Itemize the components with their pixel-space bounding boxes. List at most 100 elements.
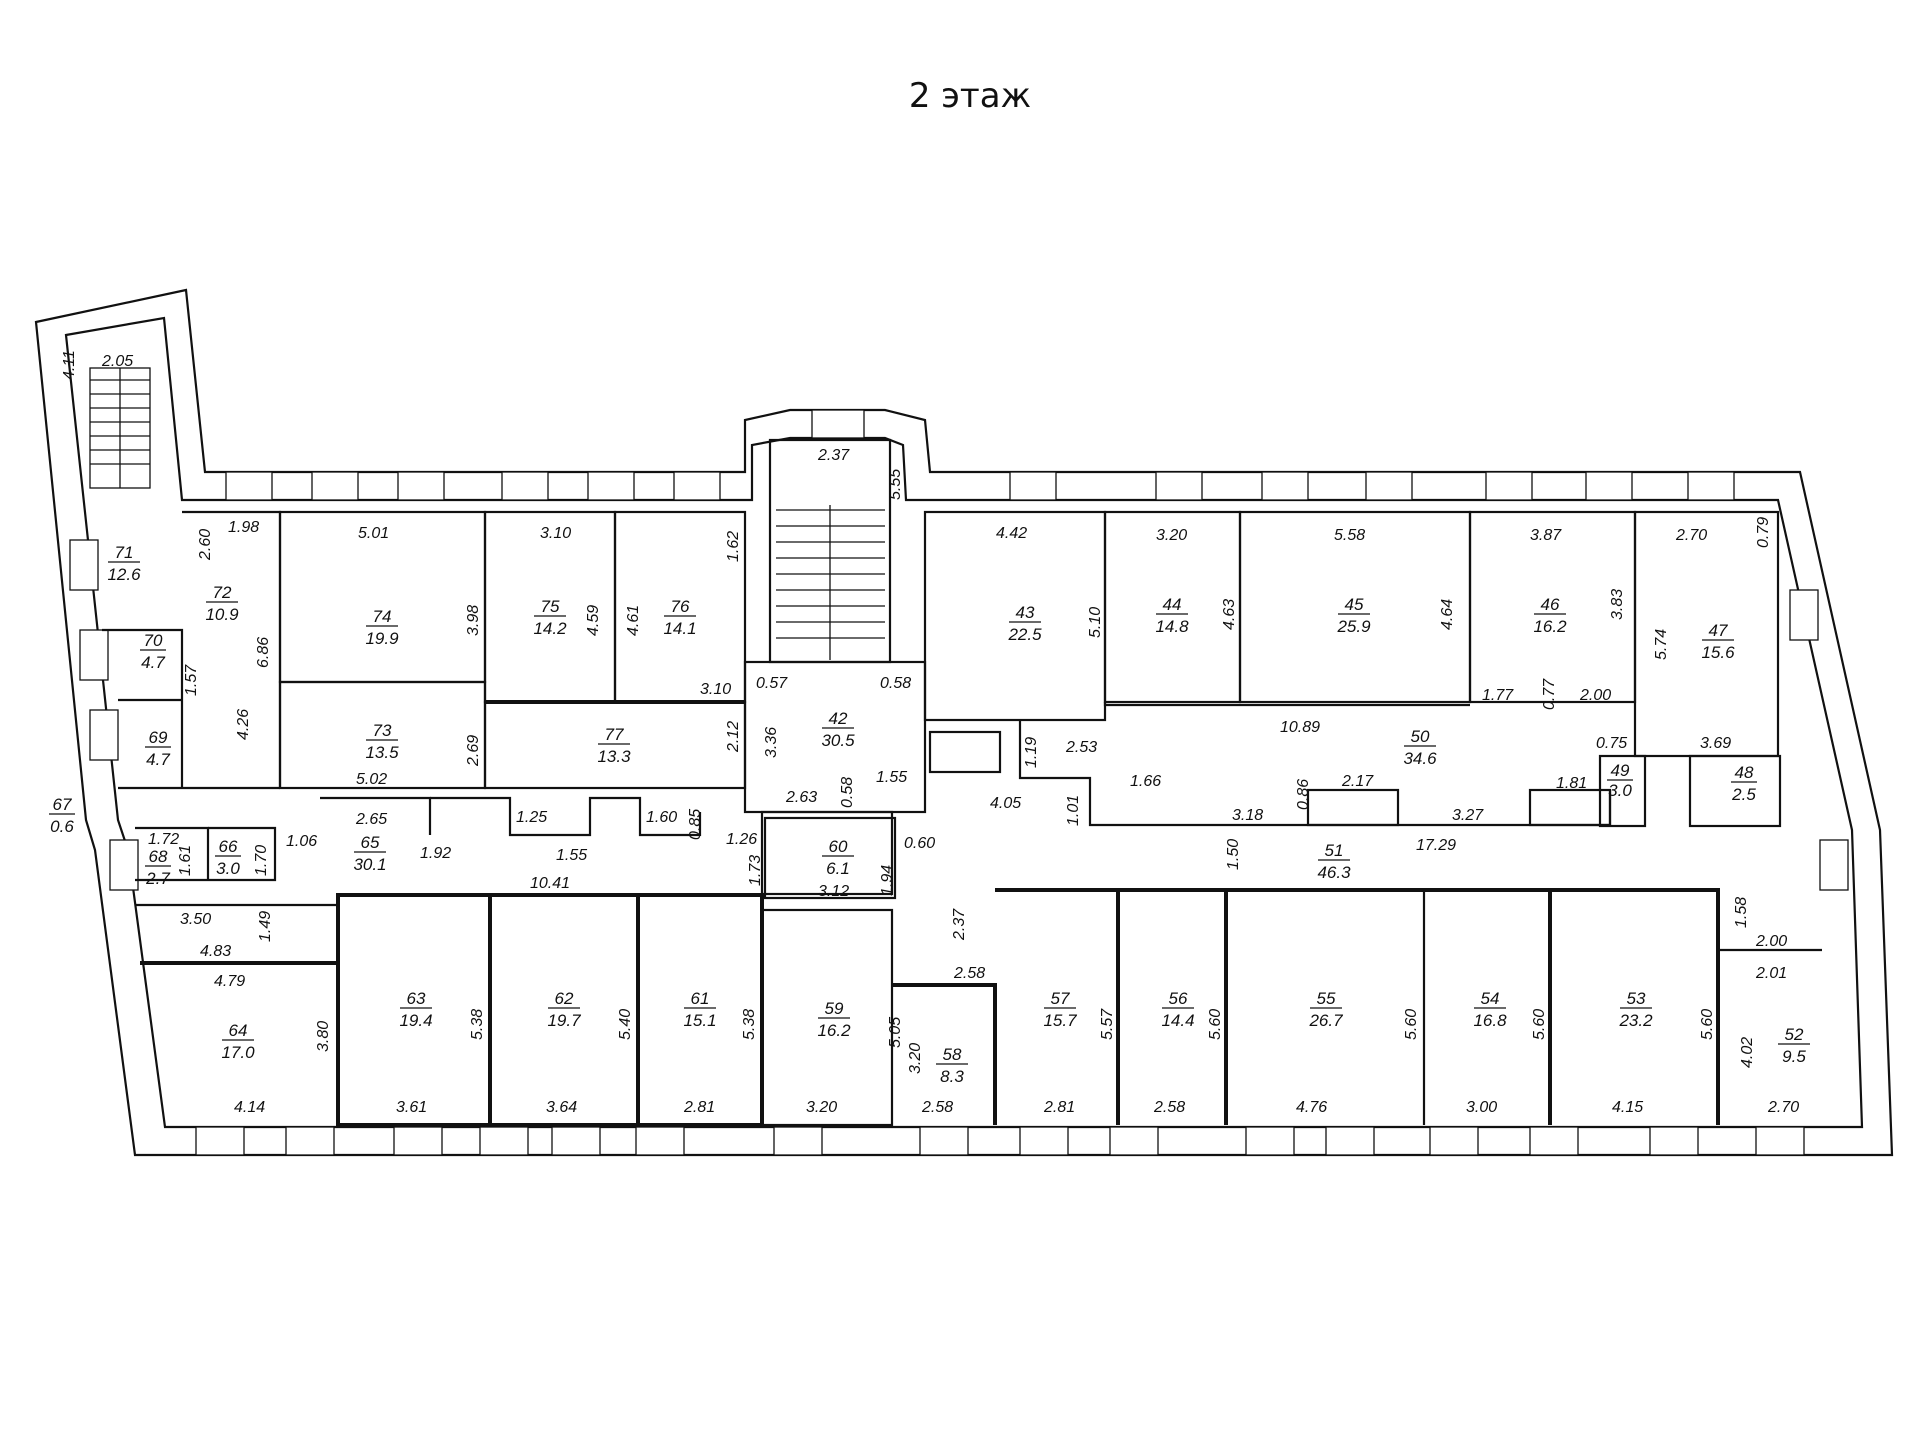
room-67: 670.6: [49, 795, 75, 836]
svg-text:19.9: 19.9: [365, 629, 399, 648]
svg-text:34.6: 34.6: [1403, 749, 1437, 768]
dim: 3.36: [763, 727, 780, 758]
dim: 2.37: [951, 908, 968, 941]
svg-text:71: 71: [115, 543, 134, 562]
dim: 1.25: [516, 809, 547, 826]
dim: 3.10: [540, 525, 571, 542]
svg-text:57: 57: [1051, 989, 1070, 1008]
svg-text:3.0: 3.0: [1608, 781, 1632, 800]
dim: 10.89: [1280, 719, 1320, 736]
dim: 4.15: [1612, 1099, 1643, 1116]
dim: 1.72: [148, 831, 179, 848]
dim: 3.27: [1452, 807, 1484, 824]
dim: 6.86: [255, 637, 272, 668]
dim: 1.58: [1733, 897, 1750, 928]
svg-text:9.5: 9.5: [1782, 1047, 1806, 1066]
dim: 2.69: [465, 735, 482, 767]
svg-text:56: 56: [1169, 989, 1188, 1008]
dim: 1.01: [1065, 795, 1082, 826]
dim: 5.60: [1403, 1009, 1420, 1040]
dim: 5.05: [887, 1017, 904, 1048]
room-56: 56 14.4: [1161, 989, 1194, 1030]
dim: 2.01: [1755, 965, 1787, 982]
svg-text:50: 50: [1411, 727, 1430, 746]
svg-text:74: 74: [373, 607, 392, 626]
svg-text:26.7: 26.7: [1308, 1011, 1343, 1030]
svg-text:70: 70: [144, 631, 163, 650]
dim: 1.70: [253, 845, 270, 876]
dim: 0.57: [756, 675, 788, 692]
svg-text:54: 54: [1481, 989, 1500, 1008]
dim: 3.83: [1609, 589, 1626, 620]
svg-text:6.1: 6.1: [826, 859, 850, 878]
svg-text:77: 77: [605, 725, 624, 744]
svg-text:60: 60: [829, 837, 848, 856]
room-69: 694.7: [145, 728, 171, 769]
dim: 4.59: [585, 605, 602, 636]
dim: 1.77: [1482, 687, 1514, 704]
dim: 1.60: [646, 809, 677, 826]
dim: 5.60: [1699, 1009, 1716, 1040]
dim: 2.05: [101, 353, 133, 370]
dim: 1.81: [1556, 775, 1587, 792]
room-54: 54 16.8: [1473, 989, 1507, 1030]
windows: [69, 409, 1849, 1156]
dim: 4.83: [200, 943, 231, 960]
room-68: 682.7: [145, 847, 171, 888]
svg-text:30.1: 30.1: [353, 855, 386, 874]
dim: 10.41: [530, 875, 570, 892]
svg-text:62: 62: [555, 989, 574, 1008]
svg-text:55: 55: [1317, 989, 1336, 1008]
dim: 0.86: [1295, 779, 1312, 810]
svg-text:72: 72: [213, 583, 232, 602]
dim: 2.65: [355, 811, 387, 828]
svg-text:14.8: 14.8: [1155, 617, 1189, 636]
dim: 5.10: [1087, 607, 1104, 638]
svg-text:46: 46: [1541, 595, 1560, 614]
dim: 1.92: [420, 845, 451, 862]
dim: 0.85: [687, 809, 704, 840]
dim: 3.64: [546, 1099, 577, 1116]
svg-text:4.7: 4.7: [146, 750, 170, 769]
room-49: 493.0: [1607, 761, 1633, 800]
dim: 2.81: [683, 1099, 715, 1116]
dim: 3.18: [1232, 807, 1263, 824]
svg-text:66: 66: [219, 837, 238, 856]
svg-text:46.3: 46.3: [1317, 863, 1351, 882]
dim: 4.26: [235, 709, 252, 740]
svg-text:69: 69: [149, 728, 168, 747]
room-74: 74 19.9: [365, 607, 399, 648]
svg-text:14.4: 14.4: [1161, 1011, 1194, 1030]
svg-text:16.8: 16.8: [1473, 1011, 1507, 1030]
dim: 1.55: [556, 847, 587, 864]
room-48: 482.5: [1731, 763, 1757, 804]
dim: 4.02: [1739, 1037, 1756, 1068]
dim: 3.80: [315, 1021, 332, 1052]
svg-text:47: 47: [1709, 621, 1728, 640]
dim: 4.42: [996, 525, 1027, 542]
svg-text:49: 49: [1611, 761, 1630, 780]
dim: 3.00: [1466, 1099, 1497, 1116]
dim: 5.02: [356, 771, 387, 788]
svg-text:14.2: 14.2: [533, 619, 567, 638]
svg-text:15.1: 15.1: [683, 1011, 716, 1030]
dim: 2.00: [1579, 687, 1611, 704]
dim: 3.87: [1530, 527, 1562, 544]
dimension-labels: 2.05 4.11 1.98 2.60 5.01 3.10 1.62 3.98 …: [61, 350, 1799, 1116]
dim: 0.75: [1596, 735, 1627, 752]
dim: 3.20: [907, 1043, 924, 1074]
dim: 5.60: [1531, 1009, 1548, 1040]
svg-text:67: 67: [53, 795, 72, 814]
dim: 2.17: [1341, 773, 1374, 790]
dim: 3.98: [465, 605, 482, 636]
